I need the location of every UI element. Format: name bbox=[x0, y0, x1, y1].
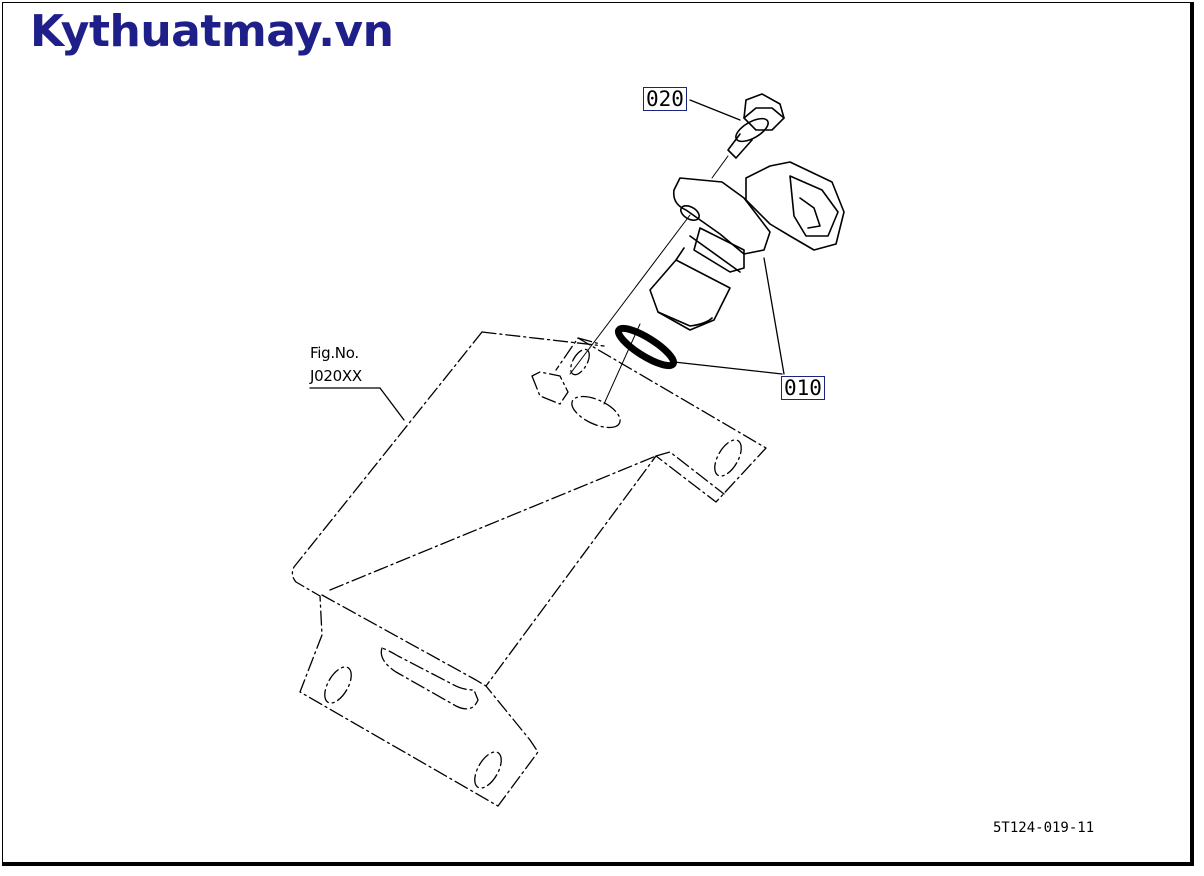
callout-020[interactable]: 020 bbox=[643, 87, 687, 111]
bolt-part bbox=[727, 93, 785, 159]
leader-lines bbox=[309, 99, 785, 421]
assembly-centerlines bbox=[569, 155, 729, 405]
callout-010[interactable]: 010 bbox=[781, 376, 825, 400]
sensor-part bbox=[649, 161, 845, 331]
drawing-code: 5T124-019-11 bbox=[993, 820, 1095, 836]
bracket-phantom bbox=[291, 331, 767, 807]
fig-ref-label: Fig.No. bbox=[310, 344, 359, 362]
o-ring-part bbox=[614, 324, 678, 370]
fig-ref-code[interactable]: J020XX bbox=[310, 367, 362, 385]
drawing-frame bbox=[2, 2, 1194, 866]
site-watermark: Kythuatmay.vn bbox=[30, 6, 394, 57]
